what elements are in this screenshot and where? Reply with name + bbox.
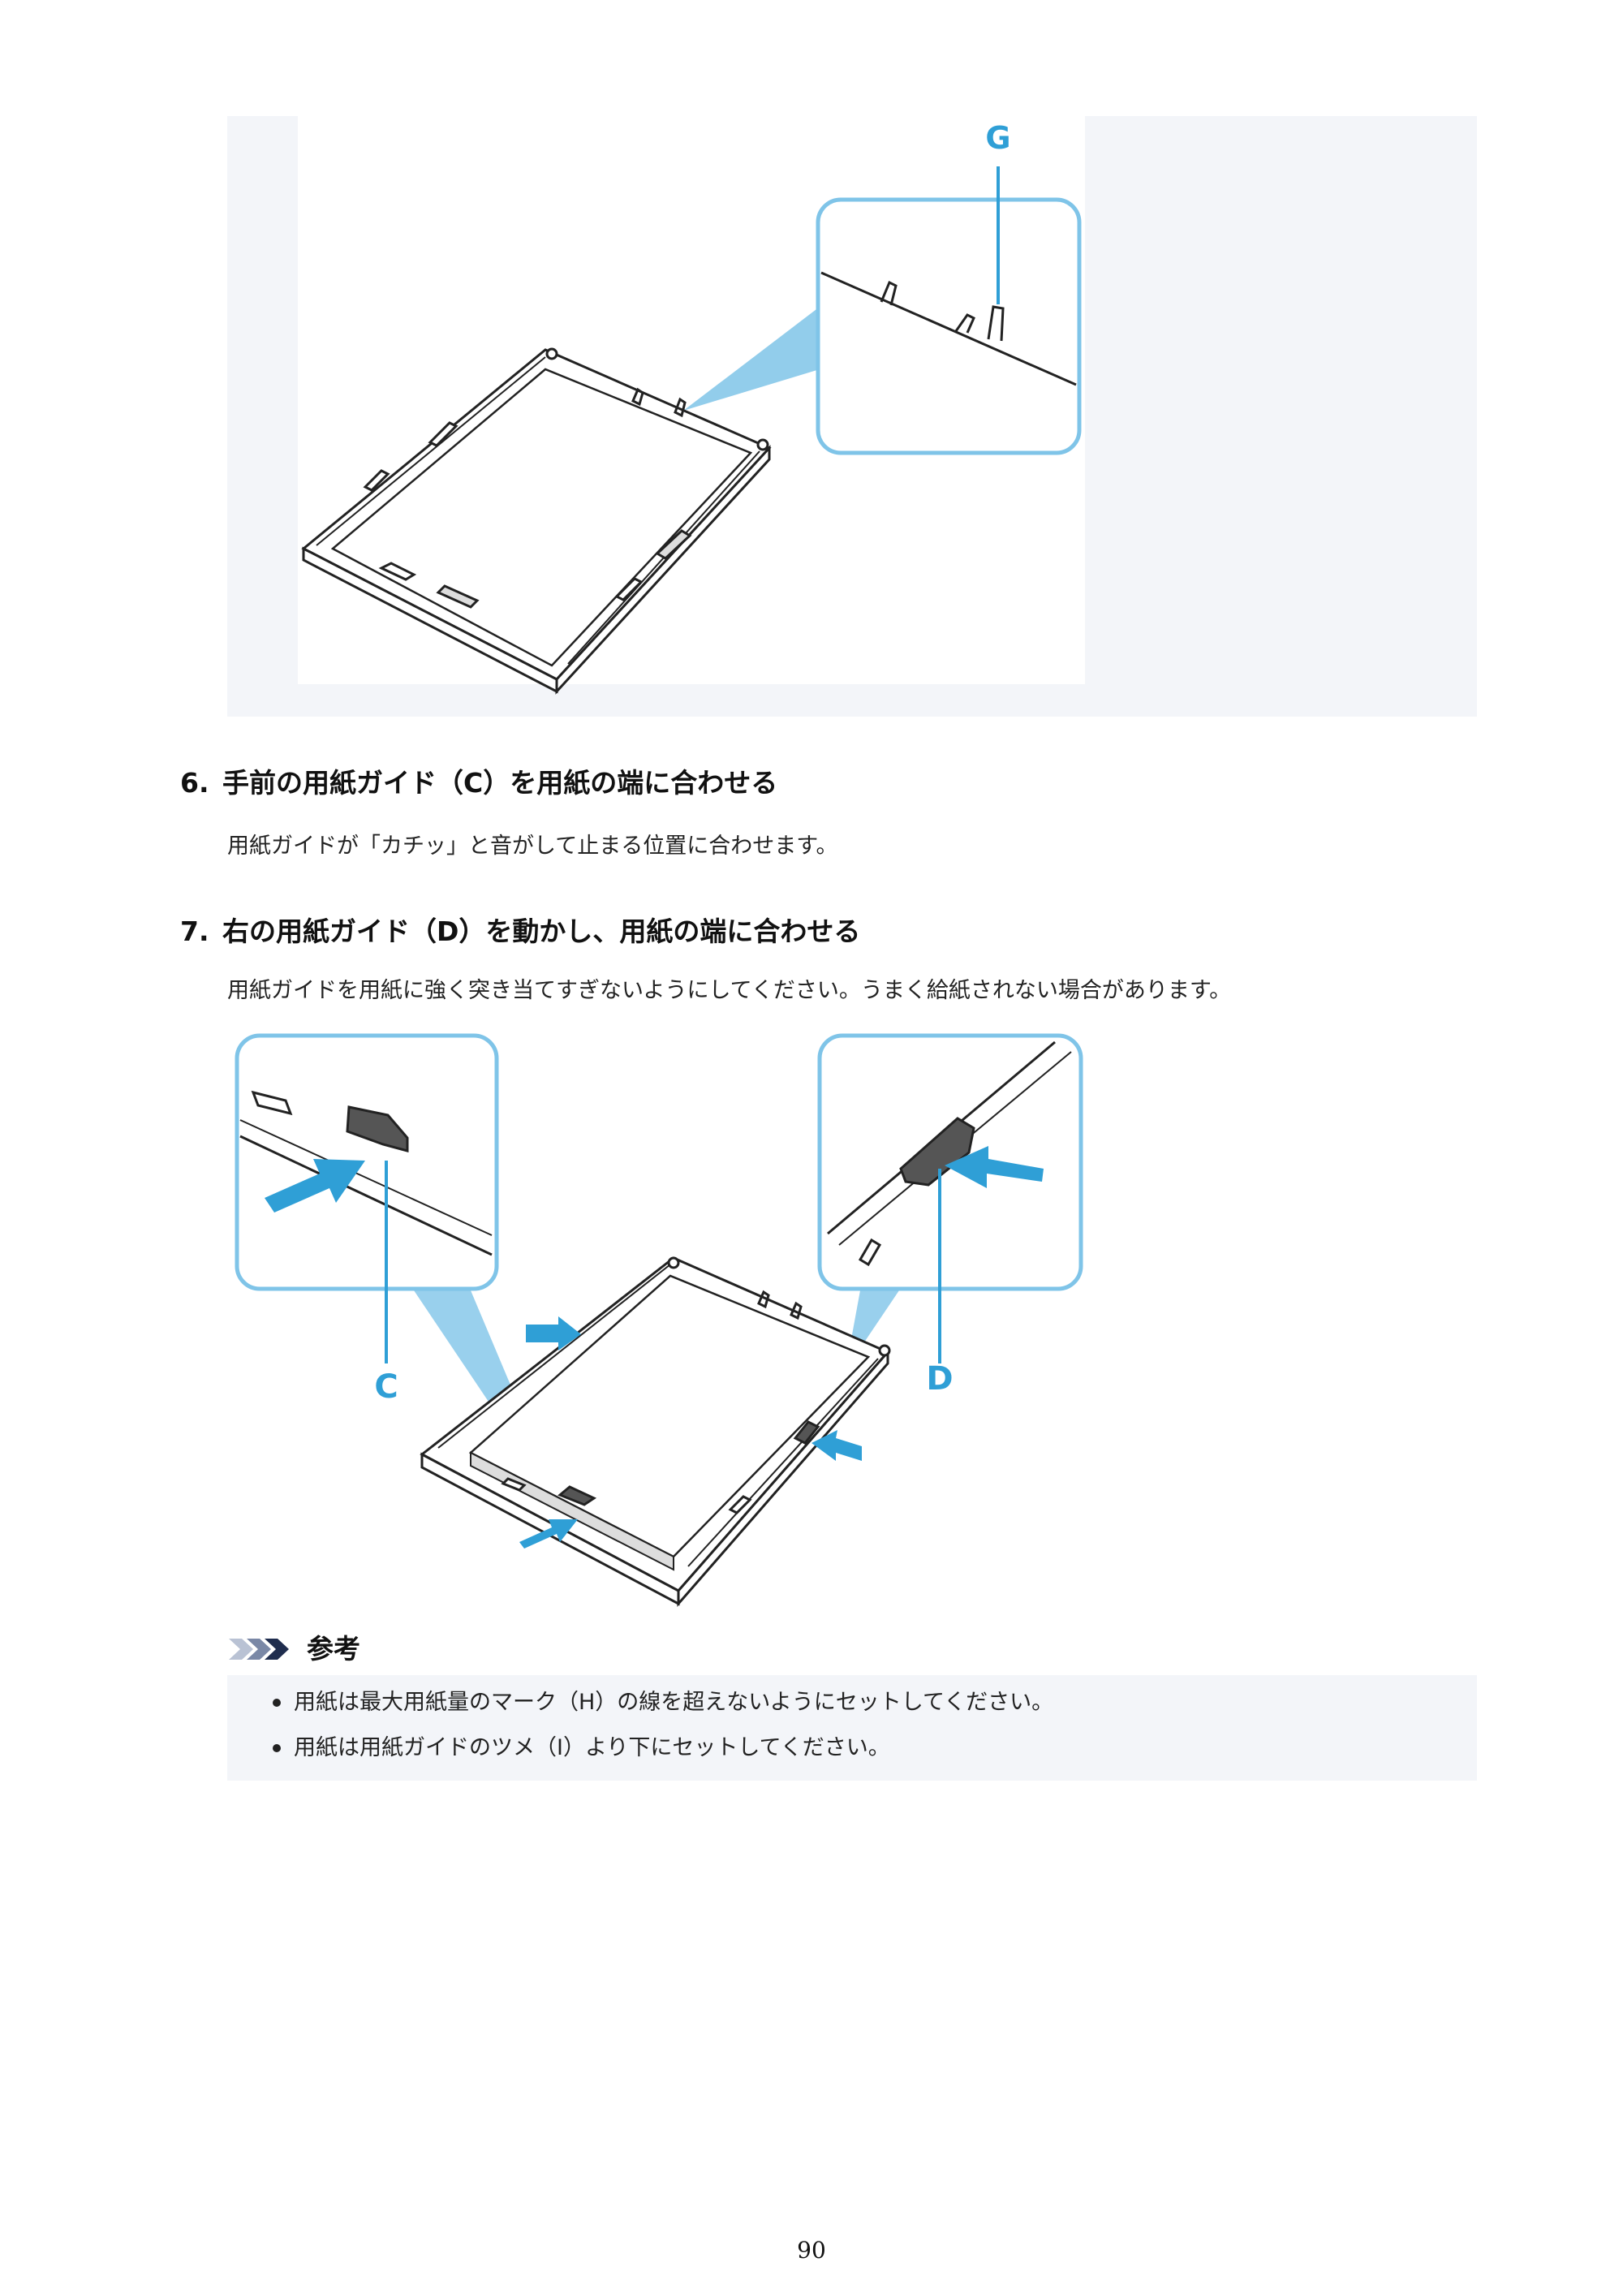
callout-c-label: C (374, 1368, 398, 1406)
note-heading: 参考 (307, 1633, 360, 1665)
step-6-description: 用紙ガイドが「カチッ」と音がして止まる位置に合わせます。 (227, 834, 838, 859)
callout-beam (683, 307, 820, 411)
arrow-rail-left (526, 1316, 581, 1350)
step-7-description: 用紙ガイドを用紙に強く突き当てすぎないようにしてください。うまく給紙されない場合… (227, 978, 1232, 1003)
step-7-heading: 右の用紙ガイド（D）を動かし、用紙の端に合わせる (222, 915, 861, 947)
arrow-guide-c (519, 1519, 578, 1549)
bullet-icon (273, 1699, 281, 1707)
note-item-text: 用紙は用紙ガイドのツメ（I）より下にセットしてください。 (294, 1735, 890, 1760)
note-panel: 用紙は最大用紙量のマーク（H）の線を超えないようにセットしてください。 用紙は用… (227, 1675, 1477, 1781)
note-item-text: 用紙は最大用紙量のマーク（H）の線を超えないようにセットしてください。 (294, 1690, 1054, 1715)
magnifier-g-content (820, 271, 1077, 386)
figure-1-illustration: G (301, 120, 1082, 695)
magnifier-g (816, 197, 1082, 455)
note-header: 参考 (229, 1633, 360, 1665)
callout-g-label: G (985, 120, 1010, 156)
note-item: 用紙は最大用紙量のマーク（H）の線を超えないようにセットしてください。 (273, 1680, 1053, 1725)
magnifier-c-content (239, 1090, 493, 1256)
arrow-guide-d (812, 1430, 862, 1461)
bullet-icon (273, 1744, 281, 1752)
step-7-title: 7. 右の用紙ガイド（D）を動かし、用紙の端に合わせる (180, 915, 860, 948)
callout-d-label: D (926, 1360, 953, 1398)
note-list: 用紙は最大用紙量のマーク（H）の線を超えないようにセットしてください。 用紙は用… (273, 1680, 1053, 1771)
chevrons-icon (229, 1639, 289, 1660)
magnifier-c-arrow (265, 1159, 365, 1213)
paper-tray (301, 347, 772, 695)
step-6-number: 6. (180, 767, 209, 799)
step-6-heading: 手前の用紙ガイド（C）を用紙の端に合わせる (222, 767, 778, 799)
magnifier-d-content (827, 1040, 1072, 1267)
step-7-number: 7. (180, 915, 209, 947)
note-item: 用紙は用紙ガイドのツメ（I）より下にセットしてください。 (273, 1725, 1053, 1771)
step-6-title: 6. 手前の用紙ガイド（C）を用紙の端に合わせる (180, 767, 777, 799)
magnifier-d-arrow (945, 1146, 1044, 1188)
page-number: 90 (797, 2237, 826, 2264)
paper-tray-2 (420, 1256, 891, 1608)
figure-2-illustration: C D (235, 1033, 1083, 1608)
magnifier-c (235, 1033, 499, 1291)
